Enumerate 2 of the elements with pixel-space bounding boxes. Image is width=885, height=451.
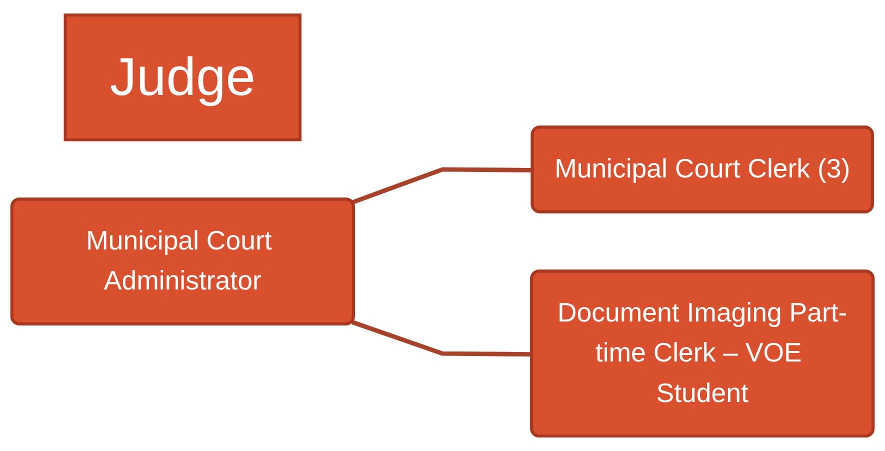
node-box: Judge — [64, 14, 302, 142]
connector — [352, 320, 532, 357]
